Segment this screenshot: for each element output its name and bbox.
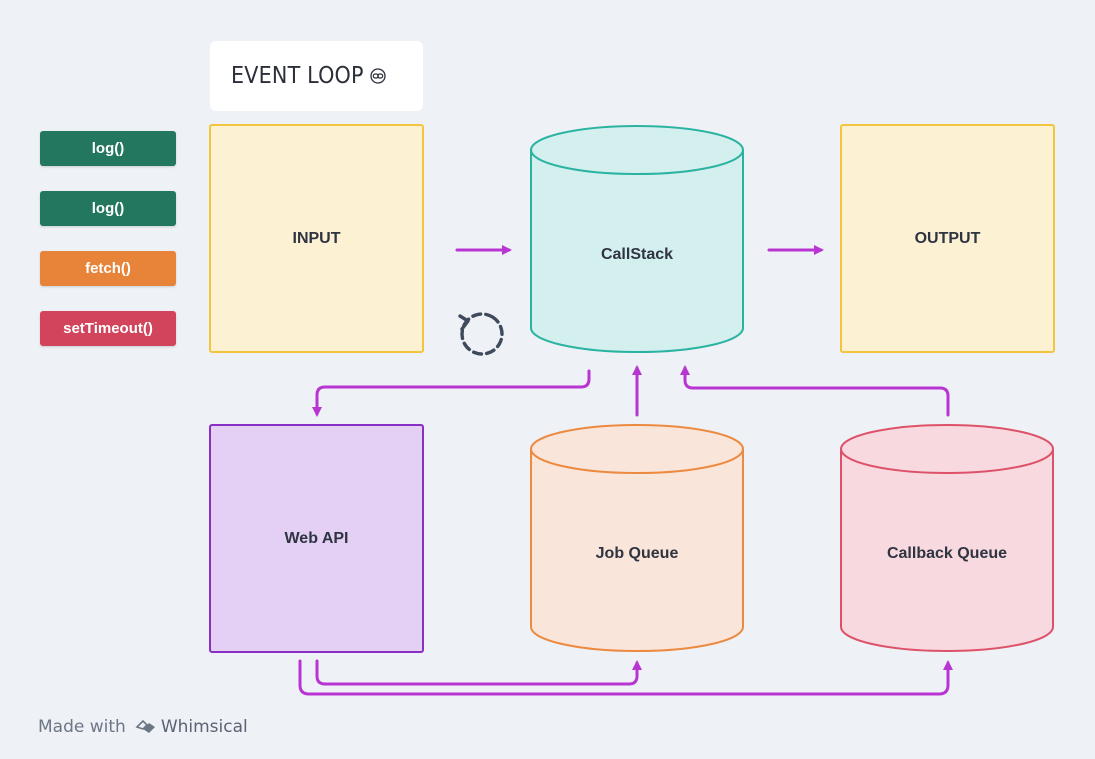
footer: Made with Whimsical: [38, 717, 248, 737]
web-api-label: Web API: [284, 529, 349, 547]
output-box[interactable]: [840, 124, 1055, 353]
output-label: OUTPUT: [914, 229, 981, 247]
log-button-1[interactable]: log(): [40, 131, 176, 166]
job-queue-cylinder[interactable]: [530, 424, 744, 652]
settimeout-button[interactable]: setTimeout(): [40, 311, 176, 346]
fetch-button[interactable]: fetch(): [40, 251, 176, 286]
input-label: INPUT: [292, 229, 341, 247]
link-icon[interactable]: [370, 68, 386, 84]
job-queue-label: Job Queue: [595, 545, 679, 562]
log-button-2[interactable]: log(): [40, 191, 176, 226]
made-with-text: Made with: [38, 717, 126, 737]
arrow-webapi-to-callbackqueue: [298, 659, 953, 696]
arrow-callbackqueue-to-callstack: [680, 365, 950, 417]
arrow-callstack-to-webapi: [312, 369, 591, 417]
whimsical-logo-icon[interactable]: [133, 719, 157, 735]
callback-queue-label: Callback Queue: [886, 545, 1008, 562]
page-title: EVENT LOOP: [231, 63, 364, 89]
refresh-icon: [458, 312, 504, 356]
whimsical-brand[interactable]: Whimsical: [160, 717, 248, 737]
call-stack-label: CallStack: [600, 246, 674, 263]
web-api-box[interactable]: [209, 424, 424, 653]
input-box[interactable]: [209, 124, 424, 353]
call-stack-cylinder[interactable]: [530, 125, 744, 353]
title-card: EVENT LOOP: [210, 41, 423, 111]
callback-queue-cylinder[interactable]: [840, 424, 1054, 652]
arrow-webapi-to-jobqueue: [315, 659, 642, 686]
